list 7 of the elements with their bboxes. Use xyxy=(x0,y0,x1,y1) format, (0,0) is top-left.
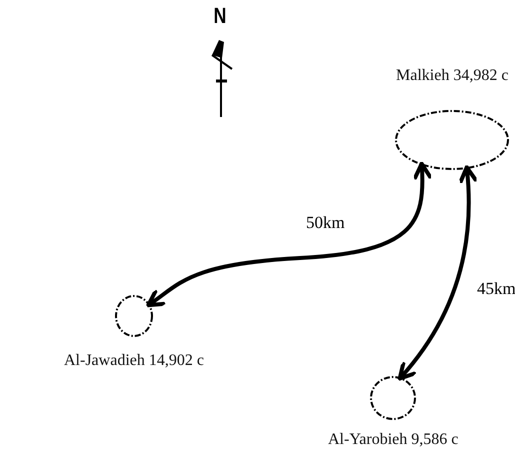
town-label: Malkieh 34,982 c xyxy=(396,68,508,84)
distance-label: 50km xyxy=(305,214,346,231)
town-label: Al-Jawadieh 14,902 c xyxy=(64,353,204,369)
town-label: Al-Yarobieh 9,586 c xyxy=(328,432,458,448)
double-arrow xyxy=(146,162,433,308)
double-arrow xyxy=(398,165,478,381)
north-label: N xyxy=(214,5,226,27)
